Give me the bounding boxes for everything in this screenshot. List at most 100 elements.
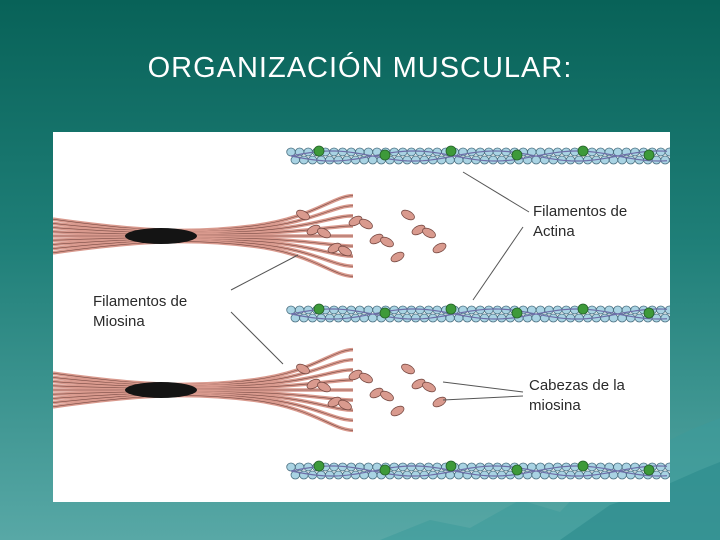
leader-heads-a [442, 381, 524, 393]
myosin-head [296, 363, 310, 375]
myosin-tail-strand [53, 369, 354, 388]
myosin-head [369, 387, 384, 399]
label-myosin-filaments: Filamentos de Miosina [93, 292, 187, 332]
myosin-head [401, 363, 415, 375]
actin-bead [325, 155, 335, 165]
myosin-head [422, 227, 436, 239]
actin-bead [484, 305, 494, 315]
myosin-tail-strand [53, 215, 354, 234]
actin-bead [664, 147, 670, 157]
actin-bead [660, 470, 670, 480]
actin-bead [402, 470, 412, 480]
actin-bead [333, 313, 344, 323]
actin-bead [497, 470, 507, 480]
muscle-diagram: Filamentos de Actina Filamentos de Miosi… [53, 132, 670, 502]
actin-bead [411, 313, 421, 323]
actin-bead [462, 313, 473, 323]
myosin-filament-2 [53, 347, 447, 433]
actin-bead [355, 147, 365, 157]
actin-bead [669, 472, 670, 478]
myosin-head [422, 381, 436, 393]
actin-bead [488, 470, 498, 480]
troponin-complex [313, 303, 325, 315]
actin-bead [574, 470, 584, 480]
troponin-complex [445, 460, 457, 472]
actin-bead [411, 470, 421, 480]
actin-bead [368, 313, 378, 323]
actin-bead [333, 470, 344, 480]
troponin-complex [643, 307, 655, 319]
myosin-tail-strand [53, 393, 354, 421]
actin-bead [656, 147, 666, 157]
troponin-complex [511, 307, 523, 319]
myosin-filament-1 [53, 193, 447, 279]
actin-bead [669, 157, 670, 163]
actin-bead [544, 305, 554, 315]
myosin-head [317, 227, 331, 239]
actin-bead [660, 155, 670, 165]
actin-bead [368, 470, 378, 480]
actin-bead [406, 305, 417, 315]
myosin-head [348, 369, 363, 381]
slide-title: ORGANIZACIÓN MUSCULAR: [147, 52, 573, 84]
myosin-head [369, 233, 384, 245]
actin-bead [492, 305, 503, 315]
myosin-tail-strand [53, 225, 354, 235]
label-actin-line2: Actina [533, 223, 575, 240]
myosin-head [306, 224, 321, 236]
actin-bead [355, 305, 365, 315]
actin-bead [544, 147, 554, 157]
actin-bead [436, 155, 447, 165]
myosin-tail-strand [53, 359, 354, 387]
troponin-complex [643, 464, 655, 476]
actin-bead [626, 155, 636, 165]
myosin-head [432, 396, 447, 408]
tropomyosin-strand [290, 465, 668, 477]
actin-bead [462, 470, 473, 480]
myosin-tail-strand [53, 205, 354, 233]
actin-bead [565, 155, 576, 165]
actin-bead [531, 313, 541, 323]
diagram-canvas [53, 145, 670, 480]
actin-bead [574, 313, 584, 323]
actin-bead [329, 305, 339, 315]
actin-bead [492, 147, 503, 157]
actin-bead [355, 462, 365, 472]
actin-bead [574, 155, 584, 165]
leader-actin-middle [472, 226, 524, 301]
myosin-tail-strand [53, 395, 354, 431]
actin-bead [402, 155, 412, 165]
myosin-tail-strand [53, 237, 354, 247]
actin-bead [406, 462, 417, 472]
troponin-complex [577, 460, 589, 472]
myosin-head [338, 245, 352, 257]
myosin-head [306, 378, 321, 390]
troponin-complex [577, 303, 589, 315]
actin-bead [600, 470, 610, 480]
myosin-head [359, 372, 373, 384]
troponin-complex [445, 303, 457, 315]
myosin-head [411, 378, 426, 390]
actin-bead [325, 313, 335, 323]
actin-bead [484, 462, 494, 472]
actin-bead [329, 462, 339, 472]
myosin-tail-strand [53, 241, 354, 277]
myosin-head [380, 236, 394, 248]
actin-bead [333, 155, 344, 165]
actin-bead [299, 313, 309, 323]
myosin-bare-zone [125, 382, 197, 398]
actin-bead [299, 155, 309, 165]
actin-bead [492, 462, 503, 472]
actin-filament-1 [286, 145, 670, 165]
actin-bead [565, 313, 576, 323]
myosin-head [327, 396, 342, 408]
myosin-head [380, 390, 394, 402]
actin-bead [415, 147, 425, 157]
tropomyosin-strand [290, 308, 668, 320]
myosin-tail-strand [53, 239, 354, 267]
myosin-tail-strand [53, 349, 354, 385]
leader-actin-top [462, 171, 530, 213]
myosin-head [359, 218, 373, 230]
actin-bead [415, 462, 425, 472]
myosin-head [317, 381, 331, 393]
